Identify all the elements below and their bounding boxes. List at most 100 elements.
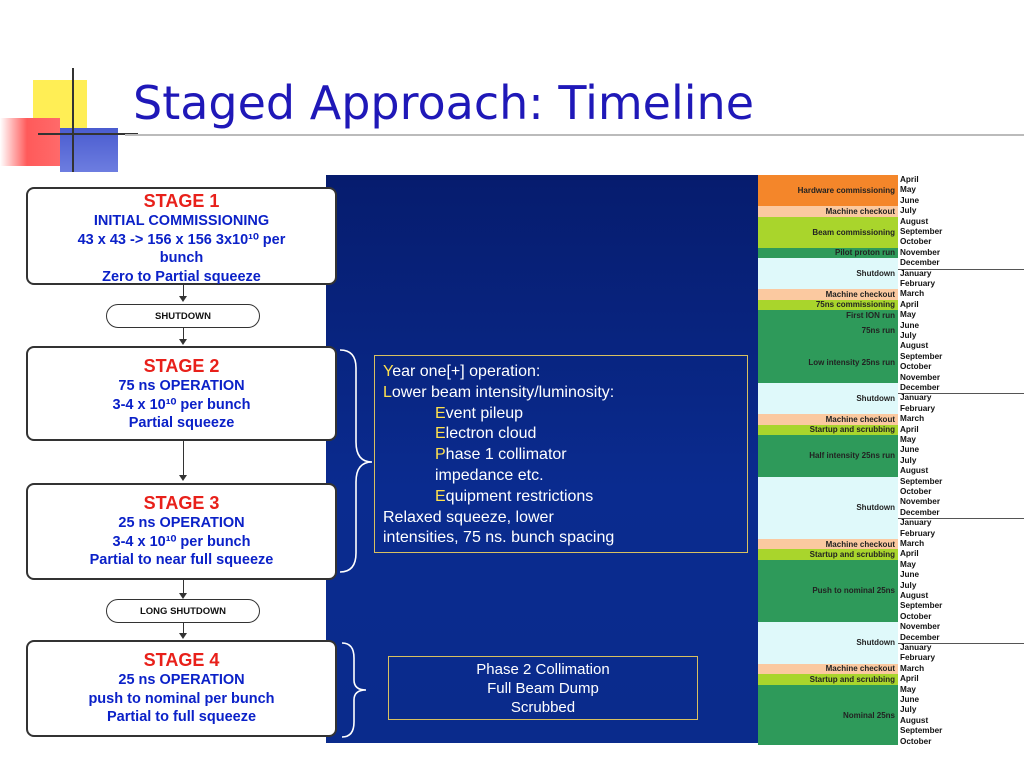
timeline-activity: Pilot proton run — [758, 247, 898, 259]
timeline-month: February — [900, 403, 936, 413]
stage-1-line-2: 43 x 43 -> 156 x 156 3x10¹⁰ per — [77, 231, 286, 248]
timeline-month: May — [900, 435, 916, 444]
timeline-month: July — [900, 455, 917, 465]
timeline-month: August — [900, 216, 929, 226]
phase2-line-1: Phase 2 Collimation — [476, 661, 610, 678]
slide-title: Staged Approach: Timeline — [133, 76, 754, 130]
timeline-activity: 75ns commissioning — [758, 299, 898, 311]
timeline-month: October — [900, 611, 932, 621]
timeline-month: September — [900, 351, 943, 361]
connector-line — [183, 441, 184, 477]
title-decoration-red — [0, 118, 60, 166]
year-separator-line — [898, 643, 1024, 644]
timeline-activity: Nominal 25ns — [758, 684, 898, 745]
timeline-activity-label: 75ns commissioning — [815, 300, 895, 310]
timeline-activity: Machine checkout — [758, 539, 898, 550]
timeline-activity: Startup and scrubbing — [758, 674, 898, 685]
timeline-activity-label: Shutdown — [856, 638, 895, 648]
phase2-line-3: Scrubbed — [510, 699, 576, 716]
timeline-activity: Startup and scrubbing — [758, 424, 898, 435]
timeline-month: December — [900, 258, 940, 268]
timeline-month: August — [900, 591, 929, 600]
connector-line — [183, 285, 184, 299]
timeline-activity: Hardware commissioning — [758, 175, 898, 207]
timeline-activity: Shutdown — [758, 258, 898, 290]
timeline-activity: Machine checkout — [758, 289, 898, 300]
shutdown-pill: SHUTDOWN — [106, 304, 260, 328]
timeline-activity-label: Machine checkout — [825, 664, 895, 674]
timeline-activity: Machine checkout — [758, 663, 898, 675]
stage-2-line-1: 75 ns OPERATION — [118, 378, 245, 394]
stage-2-title: STAGE 2 — [143, 356, 220, 376]
note-line-4: Electron cloud — [435, 425, 537, 443]
title-underline — [125, 134, 1024, 136]
timeline-month: August — [900, 341, 929, 351]
stages-panel: STAGE 1 INITIAL COMMISSIONING 43 x 43 ->… — [14, 175, 337, 743]
phase2-line-2: Full Beam Dump — [487, 680, 599, 697]
timeline-month: February — [900, 528, 936, 538]
timeline-month: May — [900, 310, 916, 320]
stage-4-box: STAGE 4 25 ns OPERATION push to nominal … — [26, 640, 337, 737]
timeline-month: August — [900, 715, 929, 725]
stage-2-box: STAGE 2 75 ns OPERATION 3-4 x 10¹⁰ per b… — [26, 346, 337, 441]
timeline-activity-label: Half intensity 25ns run — [809, 451, 895, 461]
timeline-month: December — [900, 632, 940, 642]
stage-2-line-2: 3-4 x 10¹⁰ per bunch — [112, 396, 251, 413]
timeline-month: January — [900, 393, 932, 403]
connector-line — [183, 580, 184, 596]
timeline-activity-label: 75ns run — [861, 326, 895, 336]
arrow-down-icon — [179, 475, 187, 481]
timeline-activity: 75ns run — [758, 320, 898, 342]
timeline-month: May — [900, 185, 916, 195]
timeline-month: April — [900, 674, 919, 684]
timeline-month: November — [900, 622, 941, 632]
timeline-month: April — [900, 299, 919, 309]
timeline-month: April — [900, 175, 919, 184]
timeline-activity-label: Startup and scrubbing — [809, 674, 895, 684]
timeline-month: January — [900, 268, 932, 278]
stage-3-title: STAGE 3 — [143, 493, 220, 513]
timeline-month: September — [900, 726, 943, 736]
stage-4-line-2: push to nominal per bunch — [88, 690, 275, 707]
timeline-month: March — [900, 663, 925, 673]
timeline-activity-label: Machine checkout — [825, 414, 895, 424]
timeline-month: August — [900, 466, 929, 476]
arrow-down-icon — [179, 339, 187, 345]
timeline-activity: Machine checkout — [758, 414, 898, 425]
timeline-month: July — [900, 580, 917, 590]
timeline-activity: Machine checkout — [758, 206, 898, 217]
arrow-down-icon — [179, 633, 187, 639]
timeline-month: June — [900, 570, 920, 580]
stage-1-line-1: INITIAL COMMISSIONING — [93, 213, 270, 229]
note-line-5: Phase 1 collimator — [435, 446, 567, 464]
stage-3-box: STAGE 3 25 ns OPERATION 3-4 x 10¹⁰ per b… — [26, 483, 337, 580]
timeline-activity-label: Machine checkout — [825, 539, 895, 549]
timeline-activity-label: Push to nominal 25ns — [812, 586, 895, 596]
timeline-activity-label: Beam commissioning — [812, 227, 895, 237]
stage-3-line-1: 25 ns OPERATION — [118, 515, 245, 531]
timeline-month: February — [900, 279, 936, 288]
timeline-activity: Half intensity 25ns run — [758, 435, 898, 477]
stage-1-title: STAGE 1 — [143, 191, 220, 211]
timeline-month: October — [900, 736, 932, 745]
timeline-activity-label: Startup and scrubbing — [809, 425, 895, 435]
timeline-activity-label: Nominal 25ns — [842, 711, 895, 721]
connector-line — [183, 623, 184, 635]
title-decoration-vline — [72, 68, 74, 172]
timeline-month: April — [900, 549, 919, 559]
brace-stage4 — [341, 642, 367, 738]
stage-4-title: STAGE 4 — [143, 650, 220, 670]
arrow-down-icon — [179, 296, 187, 302]
timeline-activity: Shutdown — [758, 383, 898, 415]
timeline-month: June — [900, 320, 920, 330]
timeline-month: November — [900, 247, 941, 257]
timeline-activity: Beam commissioning — [758, 216, 898, 248]
timeline-month: June — [900, 195, 920, 205]
timeline-month: May — [900, 684, 916, 694]
timeline-month: March — [900, 414, 925, 424]
timeline-month: November — [900, 372, 941, 382]
note-line-7: Equipment restrictions — [435, 487, 594, 505]
timeline-activity-label: Low intensity 25ns run — [808, 357, 895, 367]
timeline-activity-label: Machine checkout — [825, 290, 895, 300]
timeline-month: September — [900, 601, 943, 611]
